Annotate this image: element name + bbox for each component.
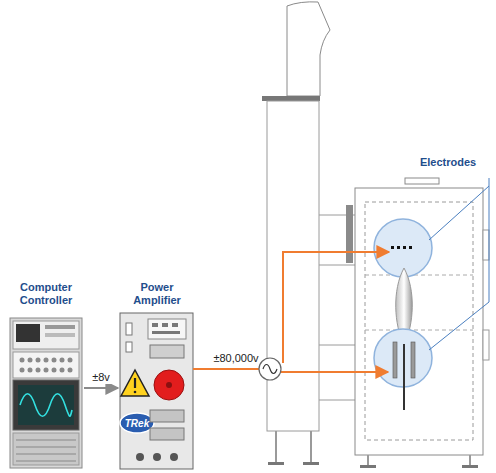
base-plate bbox=[462, 465, 478, 468]
panel bbox=[150, 410, 184, 422]
meter-details bbox=[152, 323, 180, 334]
chamber-wall bbox=[355, 188, 483, 455]
oscilloscope-screen bbox=[18, 385, 74, 425]
device-heading: Computer Controller bbox=[8, 281, 84, 307]
logo-text: TRek bbox=[120, 417, 154, 430]
chimney bbox=[262, 2, 355, 465]
chimney-top bbox=[287, 2, 330, 96]
chamber-divider bbox=[365, 275, 473, 276]
chamber-inner bbox=[365, 202, 473, 440]
display bbox=[150, 345, 184, 358]
switch bbox=[126, 342, 132, 352]
chimney-column bbox=[267, 101, 319, 431]
base-plate bbox=[268, 462, 284, 465]
leg bbox=[367, 455, 369, 465]
leader-line bbox=[429, 186, 489, 240]
logo-oval bbox=[120, 413, 154, 433]
stop-button bbox=[154, 370, 184, 400]
device-node: Power Amplifier bbox=[118, 281, 196, 470]
feet-buttons bbox=[136, 453, 178, 461]
ac-source bbox=[259, 358, 281, 380]
electrode-rod bbox=[411, 342, 415, 378]
mesh-electrode bbox=[391, 246, 412, 249]
rack-frame bbox=[10, 318, 82, 468]
rack-unit bbox=[13, 321, 79, 349]
amplifier-frame bbox=[120, 313, 193, 469]
base-plate bbox=[303, 462, 319, 465]
leader-line bbox=[489, 178, 490, 302]
sine-trace bbox=[20, 394, 72, 417]
side-window bbox=[483, 330, 489, 360]
warning-dot bbox=[134, 391, 137, 394]
electrode-view bbox=[374, 219, 432, 277]
small-screen bbox=[16, 324, 40, 342]
device-node: Computer Controller bbox=[8, 281, 84, 470]
warning-mark bbox=[134, 378, 136, 388]
callout-label: Electrodes bbox=[413, 156, 483, 169]
stop-center bbox=[166, 382, 172, 388]
device-heading: Power Amplifier bbox=[118, 281, 196, 307]
amplifier-cabinet bbox=[120, 313, 193, 469]
keyboard bbox=[13, 433, 79, 465]
panel-strip bbox=[45, 325, 75, 329]
panel-strip bbox=[45, 333, 75, 337]
voltage-label: ±80,000v bbox=[205, 352, 267, 365]
hv-wire bbox=[283, 252, 389, 363]
oscilloscope bbox=[13, 380, 79, 430]
top-port bbox=[405, 178, 439, 184]
chimney-flange bbox=[262, 96, 320, 101]
electrode-rod bbox=[393, 342, 397, 378]
leg bbox=[469, 455, 471, 465]
base-plate bbox=[360, 465, 376, 468]
leg bbox=[275, 431, 277, 462]
hv-wire bbox=[281, 371, 388, 373]
signal-label: ±8v bbox=[90, 371, 112, 384]
keyboard-keys bbox=[16, 440, 76, 461]
chamber bbox=[346, 178, 489, 468]
chamber-divider bbox=[365, 330, 473, 331]
signal-arrow bbox=[84, 387, 118, 389]
warning-triangle bbox=[121, 370, 149, 396]
hv-wire bbox=[193, 368, 259, 370]
meter-panel bbox=[148, 319, 186, 339]
panel bbox=[150, 428, 184, 440]
leg bbox=[310, 431, 312, 462]
switch bbox=[126, 323, 132, 335]
rack-unit bbox=[13, 352, 79, 378]
controller-rack bbox=[10, 318, 82, 468]
side-window bbox=[483, 230, 489, 260]
side-plate bbox=[346, 205, 353, 263]
ac-symbol bbox=[263, 365, 277, 374]
burner-tube bbox=[403, 344, 405, 410]
leader-line bbox=[429, 302, 489, 350]
knob-row bbox=[20, 358, 73, 373]
